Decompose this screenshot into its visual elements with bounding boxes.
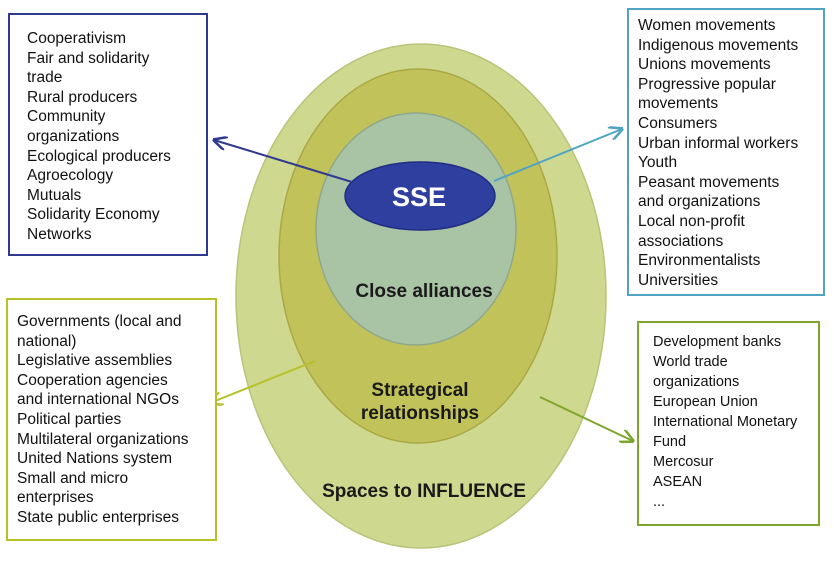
arrow-to-top-left bbox=[214, 140, 353, 183]
list-item: Mutuals bbox=[27, 186, 82, 204]
list-item: enterprises bbox=[17, 489, 94, 507]
list-item: Fair and solidarity bbox=[27, 49, 150, 67]
list-item: Fund bbox=[653, 434, 687, 450]
list-item: Development banks bbox=[653, 334, 782, 350]
list-item: Governments (local and bbox=[17, 313, 182, 330]
close-alliances-label: Close alliances bbox=[355, 281, 492, 302]
list-item: ASEAN bbox=[653, 474, 703, 490]
list-item: Legislative assemblies bbox=[17, 352, 173, 370]
list-item: organizations bbox=[27, 127, 120, 145]
list-item: and international NGOs bbox=[17, 391, 179, 409]
list-item: Solidarity Economy bbox=[27, 206, 160, 224]
list-item: State public enterprises bbox=[17, 508, 179, 526]
list-item: Universities bbox=[638, 271, 719, 289]
list-item: Ecological producers bbox=[27, 147, 171, 165]
arrow-to-bottom-right bbox=[539, 396, 633, 441]
list-item: Consumers bbox=[638, 114, 718, 132]
box-close-alliances: Women movements Indigenous movements Uni… bbox=[627, 8, 825, 296]
list-item: Women movements bbox=[638, 17, 776, 34]
list-item: Political parties bbox=[17, 410, 122, 428]
list-item: European Union bbox=[653, 394, 758, 410]
list-item: Community bbox=[27, 108, 106, 126]
strategical-label-line2: relationships bbox=[361, 403, 479, 424]
list-item: Peasant movements bbox=[638, 173, 780, 191]
list-item: Small and micro bbox=[17, 469, 129, 487]
box-solidarity-economy: Cooperativism Fair and solidarity trade … bbox=[8, 13, 208, 256]
arrow-to-top-right bbox=[493, 129, 622, 182]
list-item: Indigenous movements bbox=[638, 36, 799, 54]
list-item: associations bbox=[638, 232, 724, 250]
core-label: SSE bbox=[392, 182, 446, 212]
list-item: Youth bbox=[638, 154, 678, 172]
list-item: International Monetary bbox=[653, 414, 798, 430]
list-item: trade bbox=[27, 69, 63, 87]
list-item: United Nations system bbox=[17, 450, 173, 468]
list-item: Unions movements bbox=[638, 56, 771, 74]
list-item: Local non-profit bbox=[638, 212, 745, 230]
list-item: Networks bbox=[27, 225, 92, 243]
arrow-to-bottom-left bbox=[210, 360, 316, 403]
list-item: Cooperativism bbox=[27, 30, 127, 47]
list-item: Mercosur bbox=[653, 454, 714, 470]
list-item: ... bbox=[653, 494, 666, 510]
box-spaces-to-influence: Development banks World trade organizati… bbox=[637, 321, 820, 526]
list-item: Agroecology bbox=[27, 167, 114, 185]
list-item: organizations bbox=[653, 374, 740, 390]
list-item: and organizations bbox=[638, 193, 761, 211]
strategical-label-line1: Strategical bbox=[371, 380, 468, 401]
list-item: movements bbox=[638, 95, 719, 113]
influence-label: Spaces to INFLUENCE bbox=[322, 481, 526, 502]
list-item: Environmentalists bbox=[638, 252, 761, 270]
list-item: Rural producers bbox=[27, 88, 138, 106]
list-item: World trade bbox=[653, 354, 728, 370]
list-item: Urban informal workers bbox=[638, 134, 799, 152]
core-ellipse-sse bbox=[344, 161, 496, 231]
list-item: Progressive popular bbox=[638, 75, 776, 93]
list-item: national) bbox=[17, 332, 77, 350]
list-item: Cooperation agencies bbox=[17, 371, 168, 389]
box-strategical-relationships: Governments (local and national) Legisla… bbox=[6, 298, 217, 541]
list-item: Multilateral organizations bbox=[17, 430, 189, 448]
